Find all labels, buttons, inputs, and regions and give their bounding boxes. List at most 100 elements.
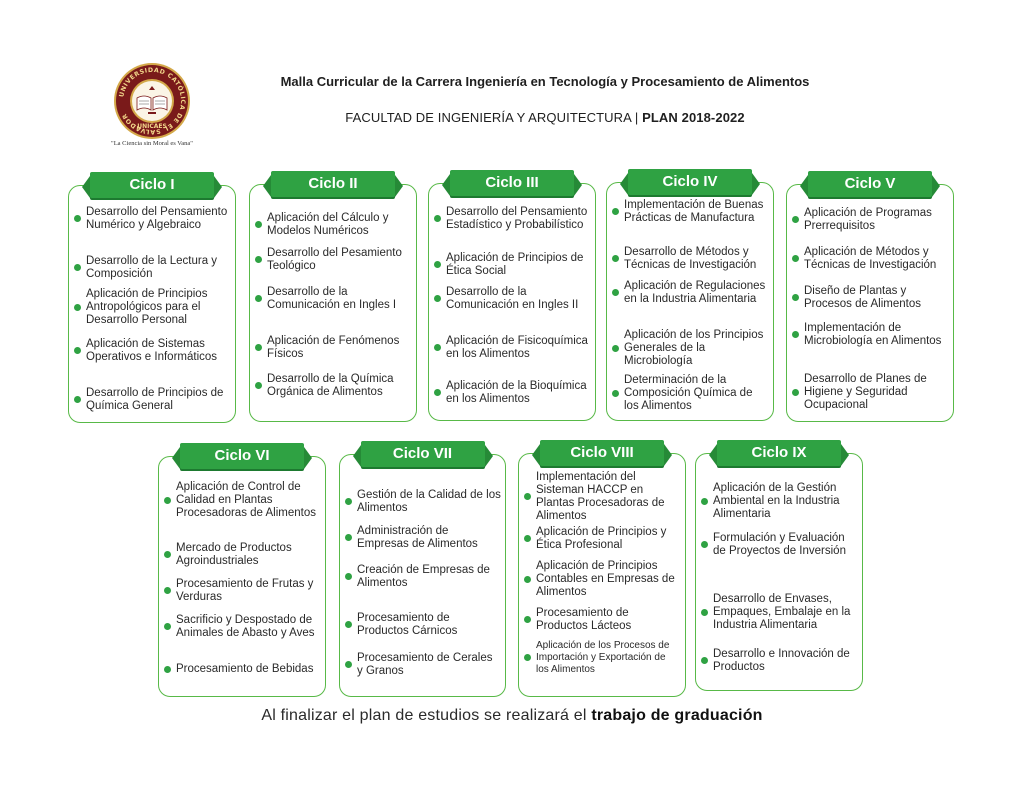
bullet-icon bbox=[524, 616, 531, 623]
subject-item: Aplicación de los Principios Generales d… bbox=[612, 329, 769, 368]
subject-item: Aplicación de Regulaciones en la Industr… bbox=[612, 280, 769, 306]
bullet-icon bbox=[792, 216, 799, 223]
university-seal-icon: UNIVERSIDAD CATÓLICA DE EL SALVADOR UNIC… bbox=[113, 62, 191, 140]
subject-item: Mercado de Productos Agroindustriales bbox=[164, 542, 321, 568]
bullet-icon bbox=[612, 389, 619, 397]
bullet-icon bbox=[612, 208, 619, 215]
subject-item: Desarrollo del Pensamiento Estadístico y… bbox=[434, 206, 591, 232]
subject-item: Formulación y Evaluación de Proyectos de… bbox=[701, 532, 858, 558]
subject-item: Aplicación de Programas Prerrequisitos bbox=[792, 207, 949, 233]
cycle-card-6: Ciclo VI Aplicación de Control de Calida… bbox=[158, 443, 326, 697]
subject-item: Aplicación de la Bioquímica en los Alime… bbox=[434, 380, 591, 406]
bullet-icon bbox=[434, 295, 441, 302]
bullet-icon bbox=[74, 396, 81, 403]
seal-bottom-text: UNICAES bbox=[137, 123, 167, 130]
subject-item: Diseño de Plantas y Procesos de Alimento… bbox=[792, 285, 949, 311]
cycle-card-3: Ciclo III Desarrollo del Pensamiento Est… bbox=[428, 170, 596, 421]
bullet-icon bbox=[701, 657, 708, 664]
bullet-icon bbox=[164, 623, 171, 630]
subject-item: Desarrollo de Principios de Química Gene… bbox=[74, 387, 231, 413]
cycle-label: Ciclo IX bbox=[709, 440, 849, 466]
page-title: Malla Curricular de la Carrera Ingenierí… bbox=[280, 74, 810, 89]
subject-item: Aplicación de Fenómenos Físicos bbox=[255, 335, 412, 361]
bullet-icon bbox=[524, 654, 531, 661]
subject-item: Aplicación de Control de Calidad en Plan… bbox=[164, 481, 321, 520]
subject-item: Administración de Empresas de Alimentos bbox=[345, 525, 501, 551]
subject-item: Aplicación de Fisicoquímica en los Alime… bbox=[434, 335, 591, 361]
cycle-label: Ciclo III bbox=[442, 170, 582, 196]
cycle-label: Ciclo VI bbox=[172, 443, 312, 469]
subject-item: Desarrollo de Envases, Empaques, Embalaj… bbox=[701, 593, 858, 632]
subject-item: Creación de Empresas de Alimentos bbox=[345, 564, 501, 590]
bullet-icon bbox=[792, 255, 799, 262]
cycle-card-9: Ciclo IX Aplicación de la Gestión Ambien… bbox=[695, 440, 863, 691]
subject-item: Aplicación de Sistemas Operativos e Info… bbox=[74, 338, 231, 364]
subject-item: Desarrollo del Pesamiento Teológico bbox=[255, 247, 412, 273]
bullet-icon bbox=[255, 295, 262, 302]
bullet-icon bbox=[345, 573, 352, 580]
bullet-icon bbox=[701, 541, 708, 548]
bullet-icon bbox=[164, 551, 171, 558]
faculty-plan-line: FACULTAD DE INGENIERÍA Y ARQUITECTURA | … bbox=[280, 110, 810, 125]
bullet-icon bbox=[701, 608, 708, 616]
bullet-icon bbox=[434, 344, 441, 351]
subject-item: Desarrollo e Innovación de Productos bbox=[701, 648, 858, 674]
bullet-icon bbox=[74, 347, 81, 354]
bullet-icon bbox=[164, 496, 171, 504]
cycle-label: Ciclo I bbox=[82, 172, 222, 198]
subject-item: Procesamiento de Cerales y Granos bbox=[345, 652, 501, 678]
bullet-icon bbox=[524, 575, 531, 583]
subject-item: Aplicación de Principios Antropológicos … bbox=[74, 288, 231, 327]
cycle-card-5: Ciclo V Aplicación de Programas Prerrequ… bbox=[786, 171, 954, 422]
subject-item: Aplicación de Principios Contables en Em… bbox=[524, 560, 681, 599]
cycle-card-7: Ciclo VII Gestión de la Calidad de los A… bbox=[339, 441, 506, 697]
faculty-name: FACULTAD DE INGENIERÍA Y ARQUITECTURA | bbox=[345, 110, 643, 125]
bullet-icon bbox=[524, 535, 531, 542]
graduation-note-text: Al finalizar el plan de estudios se real… bbox=[261, 707, 592, 724]
subject-item: Aplicación de Principios de Ética Social bbox=[434, 252, 591, 278]
bullet-icon bbox=[792, 388, 799, 396]
bullet-icon bbox=[792, 331, 799, 338]
subject-item: Implementación de Microbiología en Alime… bbox=[792, 322, 949, 348]
bullet-icon bbox=[612, 289, 619, 296]
bullet-icon bbox=[255, 382, 262, 389]
subject-item: Aplicación de los Procesos de Importació… bbox=[524, 640, 681, 676]
bullet-icon bbox=[164, 587, 171, 594]
bullet-icon bbox=[345, 534, 352, 541]
cycle-label: Ciclo VII bbox=[352, 441, 493, 467]
subject-item: Implementación del Sisteman HACCP en Pla… bbox=[524, 471, 681, 523]
bullet-icon bbox=[74, 264, 81, 271]
cycle-label: Ciclo IV bbox=[620, 169, 760, 195]
subject-item: Desarrollo de la Química Orgánica de Ali… bbox=[255, 373, 412, 399]
subject-item: Aplicación de Métodos y Técnicas de Inve… bbox=[792, 246, 949, 272]
subject-item: Desarrollo de la Lectura y Composición bbox=[74, 255, 231, 281]
bullet-icon bbox=[701, 497, 708, 505]
bullet-icon bbox=[255, 221, 262, 228]
cycle-card-8: Ciclo VIII Implementación del Sisteman H… bbox=[518, 440, 686, 697]
subject-item: Procesamiento de Frutas y Verduras bbox=[164, 578, 321, 604]
cycle-label: Ciclo V bbox=[800, 171, 940, 197]
subject-item: Desarrollo de la Comunicación en Ingles … bbox=[434, 286, 591, 312]
subject-item: Desarrollo del Pensamiento Numérico y Al… bbox=[74, 206, 231, 232]
subject-item: Aplicación de Principios y Ética Profesi… bbox=[524, 526, 681, 552]
subject-item: Procesamiento de Productos Lácteos bbox=[524, 607, 681, 633]
bullet-icon bbox=[612, 255, 619, 262]
subject-item: Aplicación del Cálculo y Modelos Numéric… bbox=[255, 212, 412, 238]
subject-item: Desarrollo de la Comunicación en Ingles … bbox=[255, 286, 412, 312]
bullet-icon bbox=[74, 303, 81, 311]
bullet-icon bbox=[74, 215, 81, 222]
cycle-label: Ciclo VIII bbox=[532, 440, 672, 466]
bullet-icon bbox=[434, 215, 441, 222]
graduation-note-bold: trabajo de graduación bbox=[591, 707, 763, 724]
subject-item: Sacrificio y Despostado de Animales de A… bbox=[164, 614, 321, 640]
cycle-card-4: Ciclo IV Implementación de Buenas Prácti… bbox=[606, 169, 774, 421]
subject-item: Procesamiento de Bebidas bbox=[164, 663, 321, 676]
bullet-icon bbox=[255, 344, 262, 351]
cycle-label: Ciclo II bbox=[263, 171, 403, 197]
subject-item: Desarrollo de Métodos y Técnicas de Inve… bbox=[612, 246, 769, 272]
bullet-icon bbox=[345, 621, 352, 628]
subject-item: Procesamiento de Productos Cárnicos bbox=[345, 612, 501, 638]
subject-item: Determinación de la Composición Química … bbox=[612, 374, 769, 413]
bullet-icon bbox=[792, 294, 799, 301]
bullet-icon bbox=[345, 498, 352, 505]
